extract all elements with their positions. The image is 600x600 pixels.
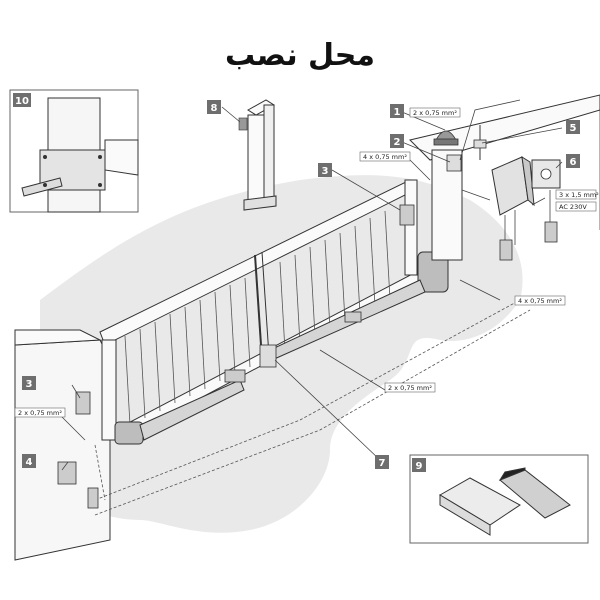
- callout-4-number: 4: [26, 457, 33, 468]
- flashing-light: [433, 130, 459, 146]
- key-selector: [57, 461, 99, 509]
- callout-10: 10: [13, 93, 31, 107]
- cable-label-flashing-light: 2 x 0,75 mm²: [413, 109, 457, 117]
- cable-label-ac-230v: AC 230V: [559, 203, 587, 211]
- leader-lines: [59, 106, 563, 471]
- cable-label-power: 3 x 1,5 mm²: [559, 191, 599, 199]
- callout-7-number: 7: [379, 458, 386, 469]
- key-switch: [446, 154, 462, 172]
- callout-7: 7: [375, 455, 389, 469]
- callout-9-number: 9: [416, 461, 423, 472]
- callout-3-right: 3: [318, 163, 332, 177]
- callout-2: 2: [390, 134, 404, 148]
- callout-5: 5: [566, 120, 580, 134]
- callout-1-number: 1: [394, 107, 401, 118]
- callout-3-left: 3: [22, 376, 36, 390]
- left-actuator: [114, 369, 246, 445]
- wiring: [459, 99, 558, 261]
- callout-6: 6: [566, 154, 580, 168]
- callout-5-number: 5: [570, 123, 577, 134]
- cable-labels: 2 x 0,75 mm² 4 x 0,75 mm² 3 x 1,5 mm² AC…: [14, 107, 599, 418]
- callout-1: 1: [390, 104, 404, 118]
- callout-6-number: 6: [570, 157, 577, 168]
- callout-3-right-number: 3: [322, 166, 329, 177]
- callout-8-number: 8: [211, 103, 218, 114]
- inset-10-hinge-detail: [9, 89, 139, 213]
- power-switch-box: [531, 159, 561, 189]
- callout-2-number: 2: [394, 137, 401, 148]
- cable-label-lock: 2 x 0,75 mm²: [388, 384, 432, 392]
- left-wall: [14, 329, 111, 561]
- callout-10-number: 10: [15, 96, 29, 107]
- cable-label-motor: 4 x 0,75 mm²: [518, 297, 562, 305]
- page-title: محل نصب: [225, 38, 375, 73]
- callout-3-left-number: 3: [26, 379, 33, 390]
- electric-lock: [259, 344, 277, 368]
- antenna: [473, 125, 487, 160]
- control-unit: [491, 156, 535, 216]
- cable-label-keyswitch: 4 x 0,75 mm²: [363, 153, 407, 161]
- cable-routes: [94, 299, 531, 516]
- inset-9-accessories: [409, 454, 589, 544]
- right-actuator: [269, 251, 449, 361]
- photocell-column: [238, 99, 277, 211]
- cable-label-photocell: 2 x 0,75 mm²: [18, 409, 62, 417]
- callout-4: 4: [22, 454, 36, 468]
- right-post: [431, 149, 463, 261]
- callout-9: 9: [412, 458, 426, 472]
- photocell-right: [399, 204, 415, 226]
- callout-8: 8: [207, 100, 221, 114]
